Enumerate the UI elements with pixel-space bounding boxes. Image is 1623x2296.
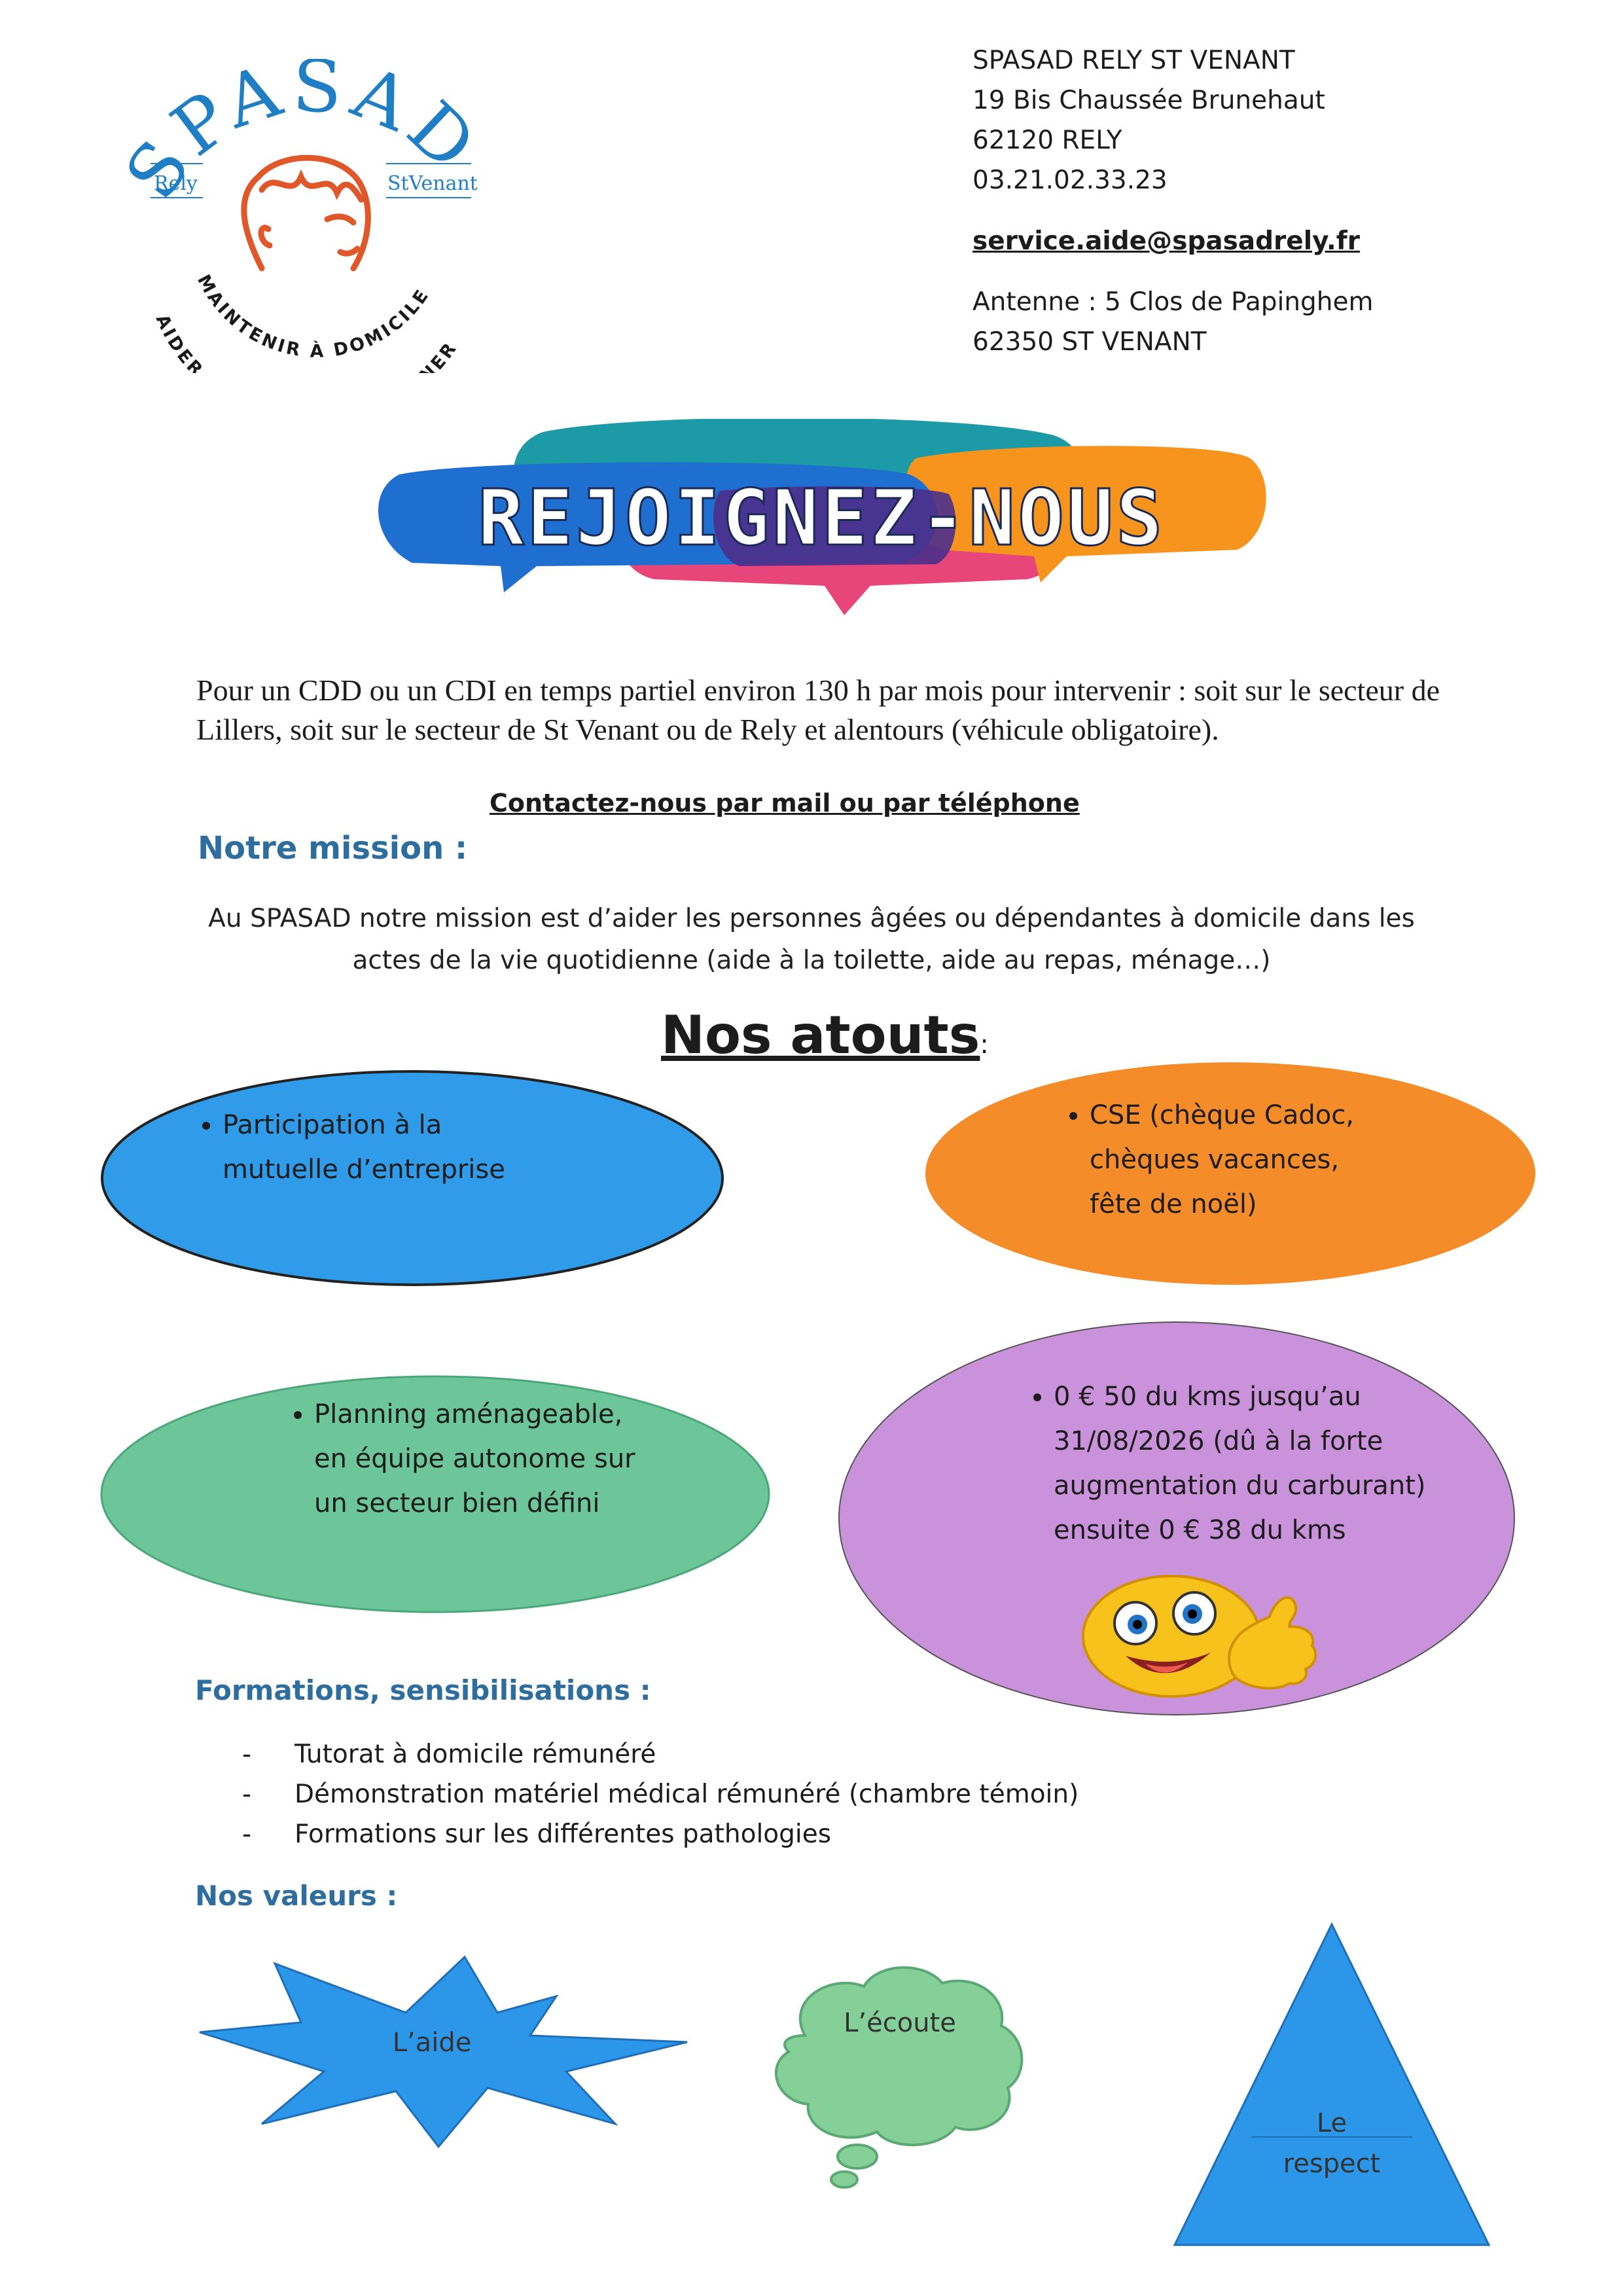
formation-item-2: Démonstration matériel médical rémunéré … <box>294 1780 1079 1809</box>
atout-4-line-2: 31/08/2026 (dû à la forte <box>1054 1426 1383 1456</box>
antenne-line-2: 62350 ST VENANT <box>972 327 1207 357</box>
atout-bubble-3 <box>100 1375 770 1613</box>
valeurs-shapes: L’aide L’écoute Le respect <box>190 1911 1499 2251</box>
atout-1-line-1: Participation à la <box>223 1110 442 1140</box>
atouts-title: Nos atouts: <box>661 1005 989 1066</box>
atout-text-4: 0 € 50 du kms jusqu’au 31/08/2026 (dû à l… <box>1001 1374 1425 1552</box>
valeur-ecoute-label: L’écoute <box>844 2008 956 2038</box>
atout-text-3: Planning aménageable, en équipe autonome … <box>262 1392 635 1526</box>
atout-3-line-1: Planning aménageable, <box>314 1399 623 1429</box>
email-link[interactable]: service.aide@spasadrely.fr <box>972 226 1360 256</box>
antenne-line-1: Antenne : 5 Clos de Papinghem <box>972 287 1374 317</box>
city: 62120 RELY <box>972 126 1122 155</box>
atout-4-line-4: ensuite 0 € 38 du kms <box>1054 1515 1346 1545</box>
atout-3-line-2: en équipe autonome sur <box>314 1444 635 1474</box>
winking-smiley-thumbs-up-icon <box>1082 1575 1317 1698</box>
mission-text: Au SPASAD notre mission est d’aider les … <box>208 904 1415 975</box>
banner-title: REJOIGNEZ-NOUS <box>478 473 1166 563</box>
atout-4-line-1: 0 € 50 du kms jusqu’au <box>1054 1382 1361 1412</box>
atout-4-line-3: augmentation du carburant) <box>1054 1471 1426 1501</box>
atout-1-line-2: mutuelle d’entreprise <box>223 1155 505 1185</box>
speech-bubbles-icon <box>378 419 1266 615</box>
starburst-shape <box>199 1955 688 2149</box>
logo-rely-label: Rely <box>154 172 198 195</box>
atout-2-line-1: CSE (chèque Cadoc, <box>1090 1100 1354 1130</box>
atout-bubble-1 <box>101 1070 724 1286</box>
street: 19 Bis Chaussée Brunehaut <box>972 86 1325 115</box>
atouts-title-colon: : <box>980 1030 989 1060</box>
atout-text-2: CSE (chèque Cadoc, chèques vacances, fête … <box>1037 1093 1354 1227</box>
list-item: -Formations sur les différentes patholog… <box>242 1814 1079 1854</box>
address-block: SPASAD RELY ST VENANT 19 Bis Chaussée Br… <box>972 41 1373 362</box>
atouts-title-text: Nos atouts <box>661 1005 980 1066</box>
contact-line: Contactez-nous par mail ou par téléphone <box>490 789 1080 817</box>
org-name: SPASAD RELY ST VENANT <box>972 46 1295 75</box>
formations-list: -Tutorat à domicile rémunéré -Démonstrat… <box>242 1734 1079 1854</box>
atout-2-line-3: fête de noël) <box>1090 1189 1257 1219</box>
svg-text:MAINTENIR À DOMICILE: MAINTENIR À DOMICILE <box>193 272 434 362</box>
atout-bubble-4 <box>838 1321 1515 1715</box>
atout-2-line-2: chèques vacances, <box>1090 1145 1340 1175</box>
list-item: -Démonstration matériel médical rémunéré… <box>242 1774 1079 1814</box>
valeur-aide-label: L’aide <box>392 2028 472 2058</box>
phone-number: 03.21.02.33.23 <box>972 166 1168 195</box>
formation-item-3: Formations sur les différentes pathologi… <box>294 1820 832 1849</box>
thought-cloud-shape <box>774 1966 1024 2189</box>
triangle-shape <box>1173 1922 1491 2246</box>
face-icon <box>241 154 371 272</box>
atout-bubble-2 <box>925 1062 1535 1285</box>
mission-title: Notre mission : <box>198 830 468 867</box>
intro-paragraph: Pour un CDD ou un CDI en temps partiel e… <box>196 673 1440 746</box>
formation-item-1: Tutorat à domicile rémunéré <box>294 1740 656 1769</box>
formations-title: Formations, sensibilisations : <box>195 1674 651 1706</box>
valeur-respect-line-1: Le <box>1316 2108 1347 2138</box>
valeur-respect-line-2: respect <box>1283 2149 1381 2179</box>
atout-3-line-3: un secteur bien défini <box>314 1488 600 1518</box>
atout-text-1: Participation à la mutuelle d’entreprise <box>223 1103 505 1192</box>
valeurs-title: Nos valeurs : <box>195 1880 398 1912</box>
rejoignez-nous-banner: REJOIGNEZ-NOUS <box>378 419 1266 615</box>
valeur-respect-label: Le respect <box>1253 2103 1410 2184</box>
logo-stvenant-label: StVenant <box>387 172 478 195</box>
list-item: -Tutorat à domicile rémunéré <box>242 1734 1079 1774</box>
spasad-logo: SPASAD Rely StVenant MAINTENIR À DOMICIL… <box>118 59 490 373</box>
logo-motto-top: MAINTENIR À DOMICILE <box>193 272 431 362</box>
